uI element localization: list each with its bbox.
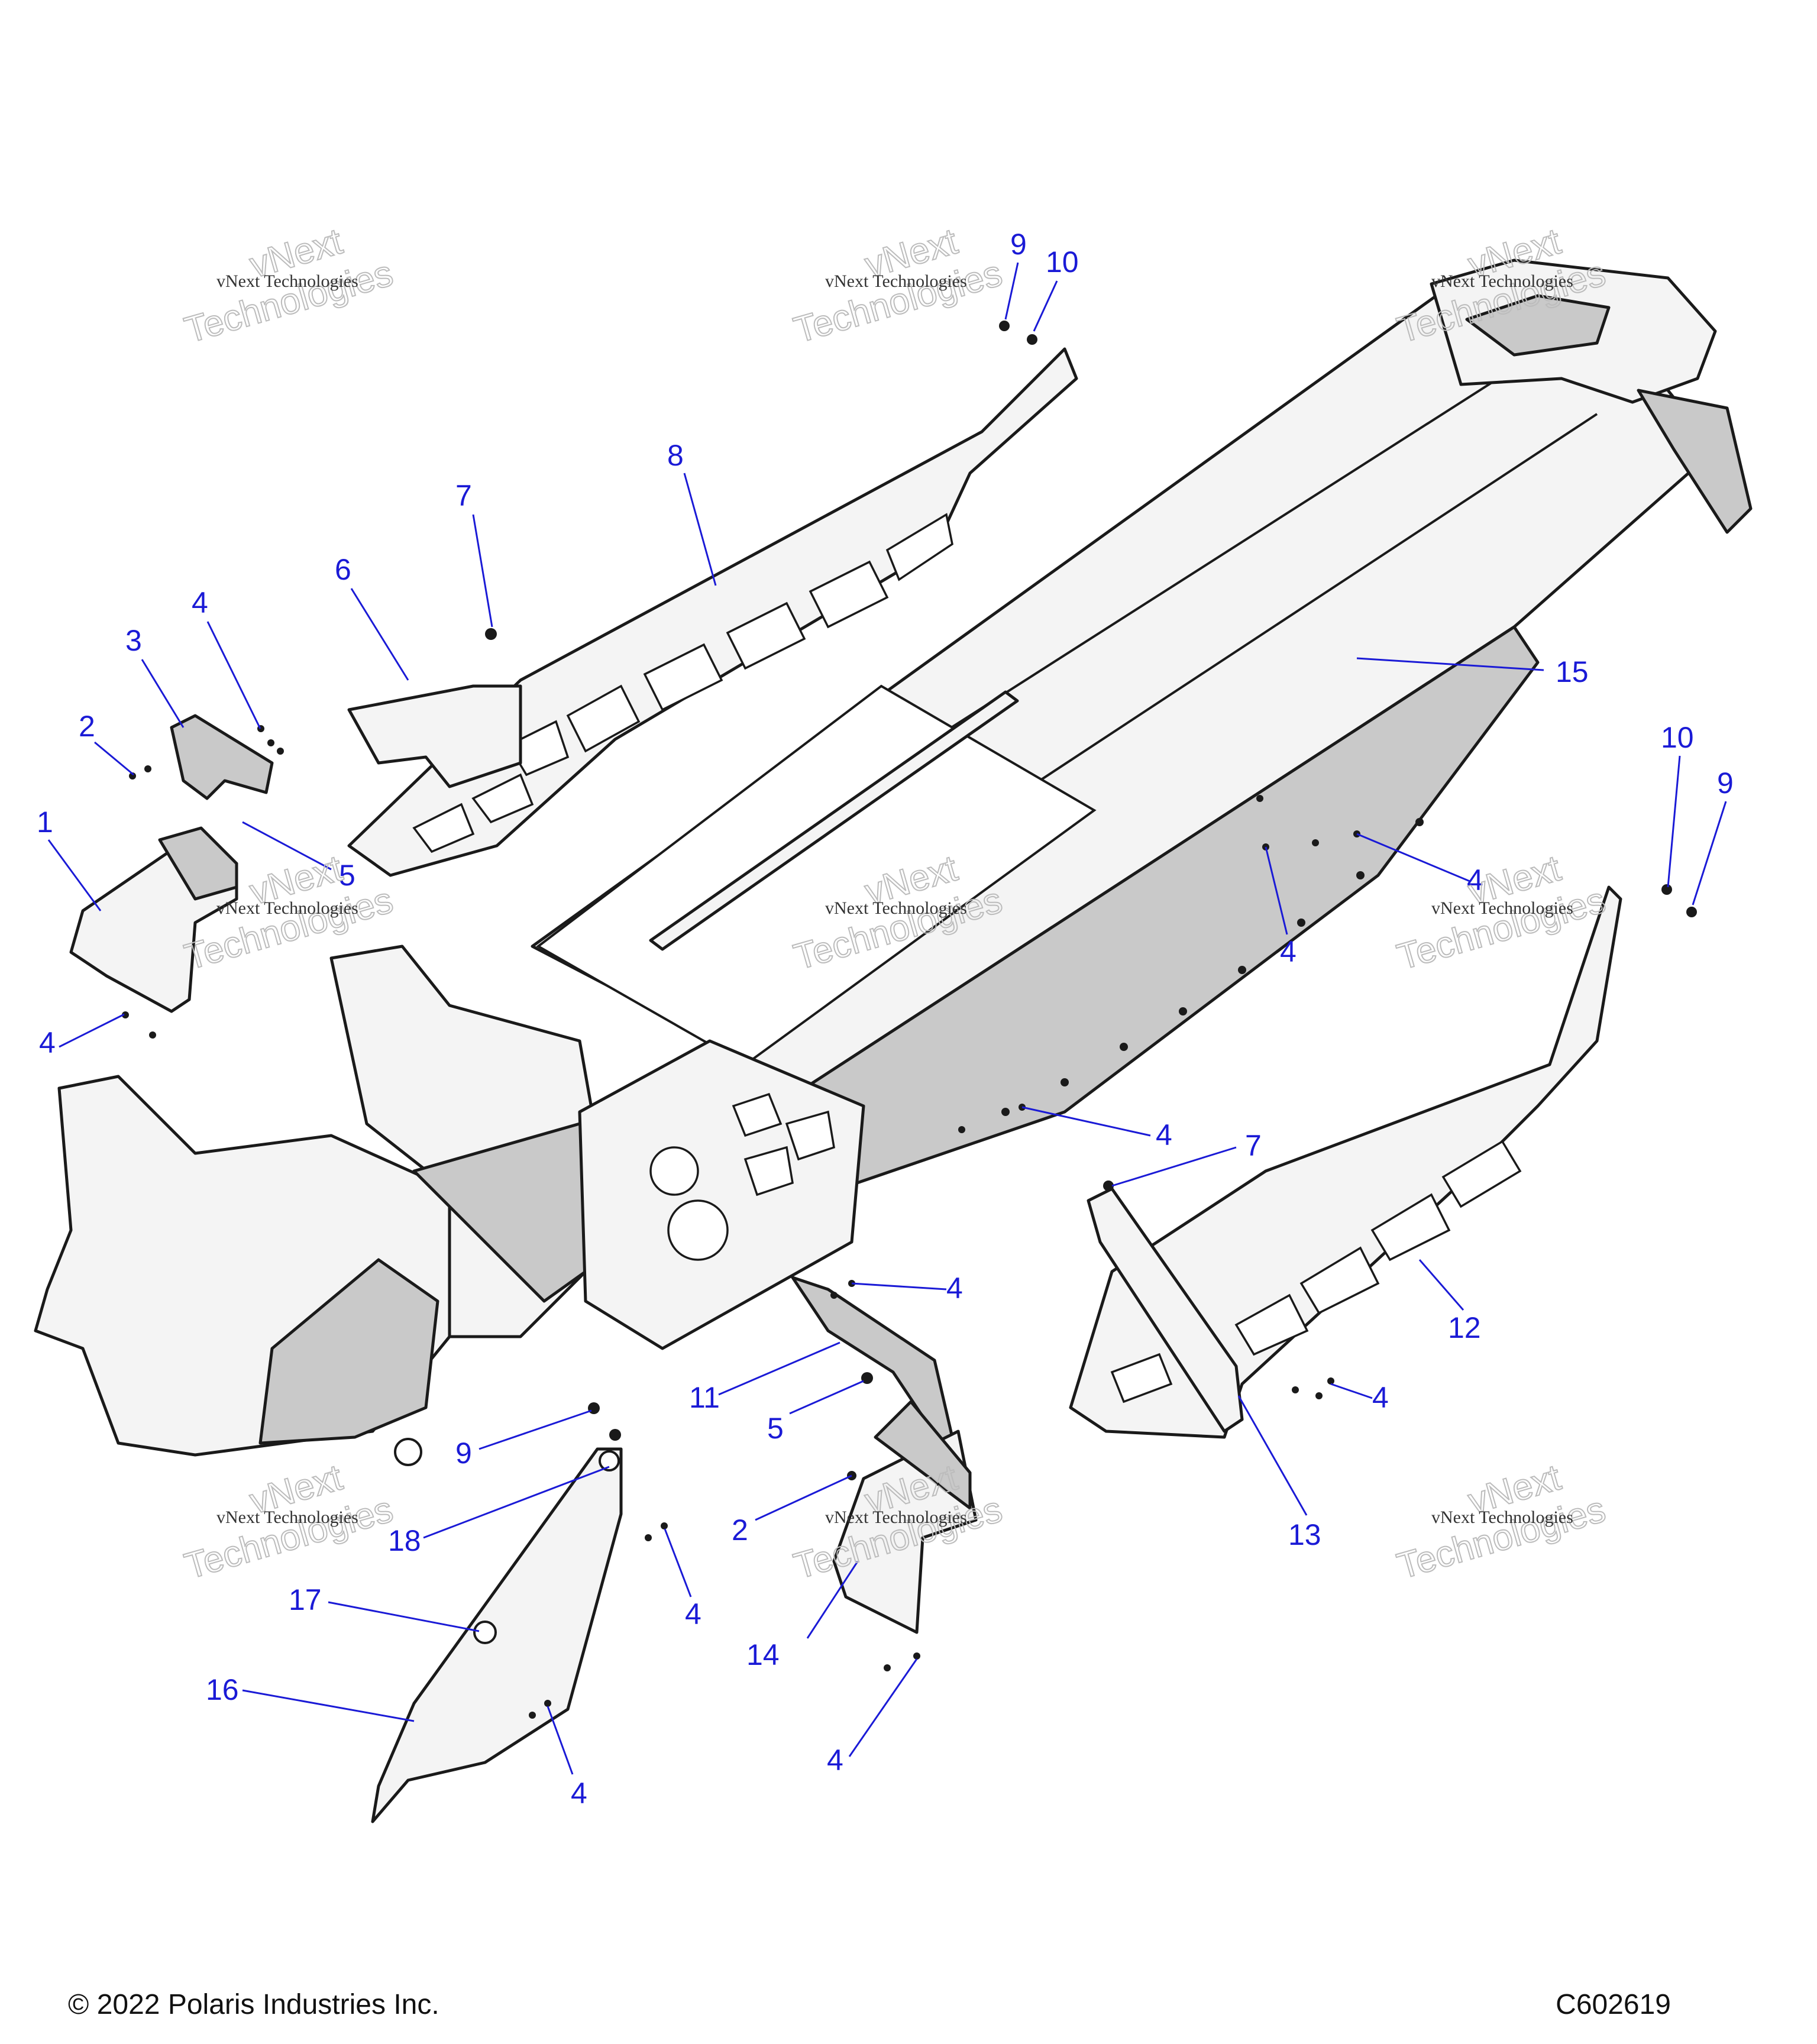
callout-1: 1 [37, 806, 53, 839]
watermark-text: vNext Technologies [216, 1508, 358, 1527]
watermark-text: vNext Technologies [825, 1508, 967, 1527]
watermark-bottom-right: vNext Technologies vNext Technologies [1392, 1456, 1611, 1587]
callout-12: 12 [1448, 1311, 1481, 1344]
callout-5: 5 [767, 1412, 784, 1445]
callout-4: 4 [1156, 1118, 1172, 1152]
callout-4: 4 [571, 1777, 587, 1810]
watermark-text: vNext Technologies [825, 898, 967, 918]
watermark-text: vNext Technologies [216, 898, 358, 918]
watermark-top-left: vNext Technologies vNext Technologies [180, 220, 398, 351]
callout-8: 8 [667, 439, 684, 472]
part-18-nut [599, 1450, 620, 1471]
callout-11: 11 [689, 1381, 720, 1414]
callout-9: 9 [1717, 767, 1734, 800]
tunnel-assembly [531, 258, 1753, 1191]
callout-7: 7 [1245, 1129, 1262, 1162]
part-8-left-running-board [347, 347, 1078, 877]
callout-labels: 1 2 3 4 5 4 6 7 8 9 10 15 10 9 4 4 4 7 4… [37, 228, 1734, 1810]
callout-15: 15 [1556, 655, 1589, 688]
front-plate-cutouts [649, 1092, 835, 1261]
callout-7: 7 [455, 479, 472, 512]
callout-5: 5 [339, 859, 355, 892]
copyright-notice: © 2022 Polaris Industries Inc. [68, 1989, 439, 2020]
watermark-middle-right: vNext Technologies vNext Technologies [1392, 847, 1611, 978]
part-16-lower-panel [371, 1447, 623, 1823]
callout-4: 4 [827, 1744, 843, 1777]
running-board-cutouts [412, 513, 953, 853]
callout-16: 16 [206, 1673, 239, 1706]
callout-18: 18 [388, 1524, 421, 1557]
drawing-number: C602619 [1556, 1989, 1671, 2020]
callout-4: 4 [1372, 1381, 1389, 1414]
part-17-fastener [473, 1621, 497, 1644]
callout-4: 4 [39, 1026, 56, 1059]
front-bulkhead [34, 945, 865, 1466]
part-11-plate [791, 1276, 954, 1445]
callout-9: 9 [455, 1437, 472, 1470]
callout-4: 4 [946, 1272, 963, 1305]
fasteners [122, 321, 1697, 1719]
callout-3: 3 [125, 624, 142, 657]
callout-4: 4 [1280, 935, 1297, 968]
callout-14: 14 [746, 1638, 780, 1671]
callout-2: 2 [732, 1513, 748, 1547]
watermark-bottom-left: vNext Technologies vNext Technologies [180, 1456, 398, 1587]
part-14-perforation [874, 1400, 972, 1510]
callout-4: 4 [192, 586, 208, 619]
callout-6: 6 [335, 553, 351, 586]
watermark-text: vNext Technologies [216, 271, 358, 291]
callout-4: 4 [1467, 863, 1483, 897]
callout-9: 9 [1010, 228, 1027, 261]
watermark-text: vNext Technologies [825, 271, 967, 291]
part-12-right-running-board [1069, 885, 1622, 1439]
part-6-front-bracket [347, 684, 522, 788]
callout-13: 13 [1288, 1518, 1321, 1551]
watermark-text: vNext Technologies [1431, 898, 1573, 918]
part-1-plate-perforation [158, 826, 238, 901]
callout-2: 2 [79, 710, 95, 743]
right-board-cutouts [1110, 1140, 1522, 1403]
callout-10: 10 [1661, 721, 1694, 754]
tunnel-rivet-row [1001, 818, 1424, 1116]
watermark-text: vNext Technologies [1431, 271, 1573, 291]
watermark-text: vNext Technologies [1431, 1508, 1573, 1527]
leader-lines [47, 262, 1727, 1775]
callout-4: 4 [685, 1597, 701, 1631]
watermark-top-center: vNext Technologies vNext Technologies [789, 220, 1007, 351]
part-3-bracket [170, 714, 274, 800]
callout-17: 17 [289, 1583, 322, 1616]
callout-10: 10 [1046, 245, 1079, 279]
